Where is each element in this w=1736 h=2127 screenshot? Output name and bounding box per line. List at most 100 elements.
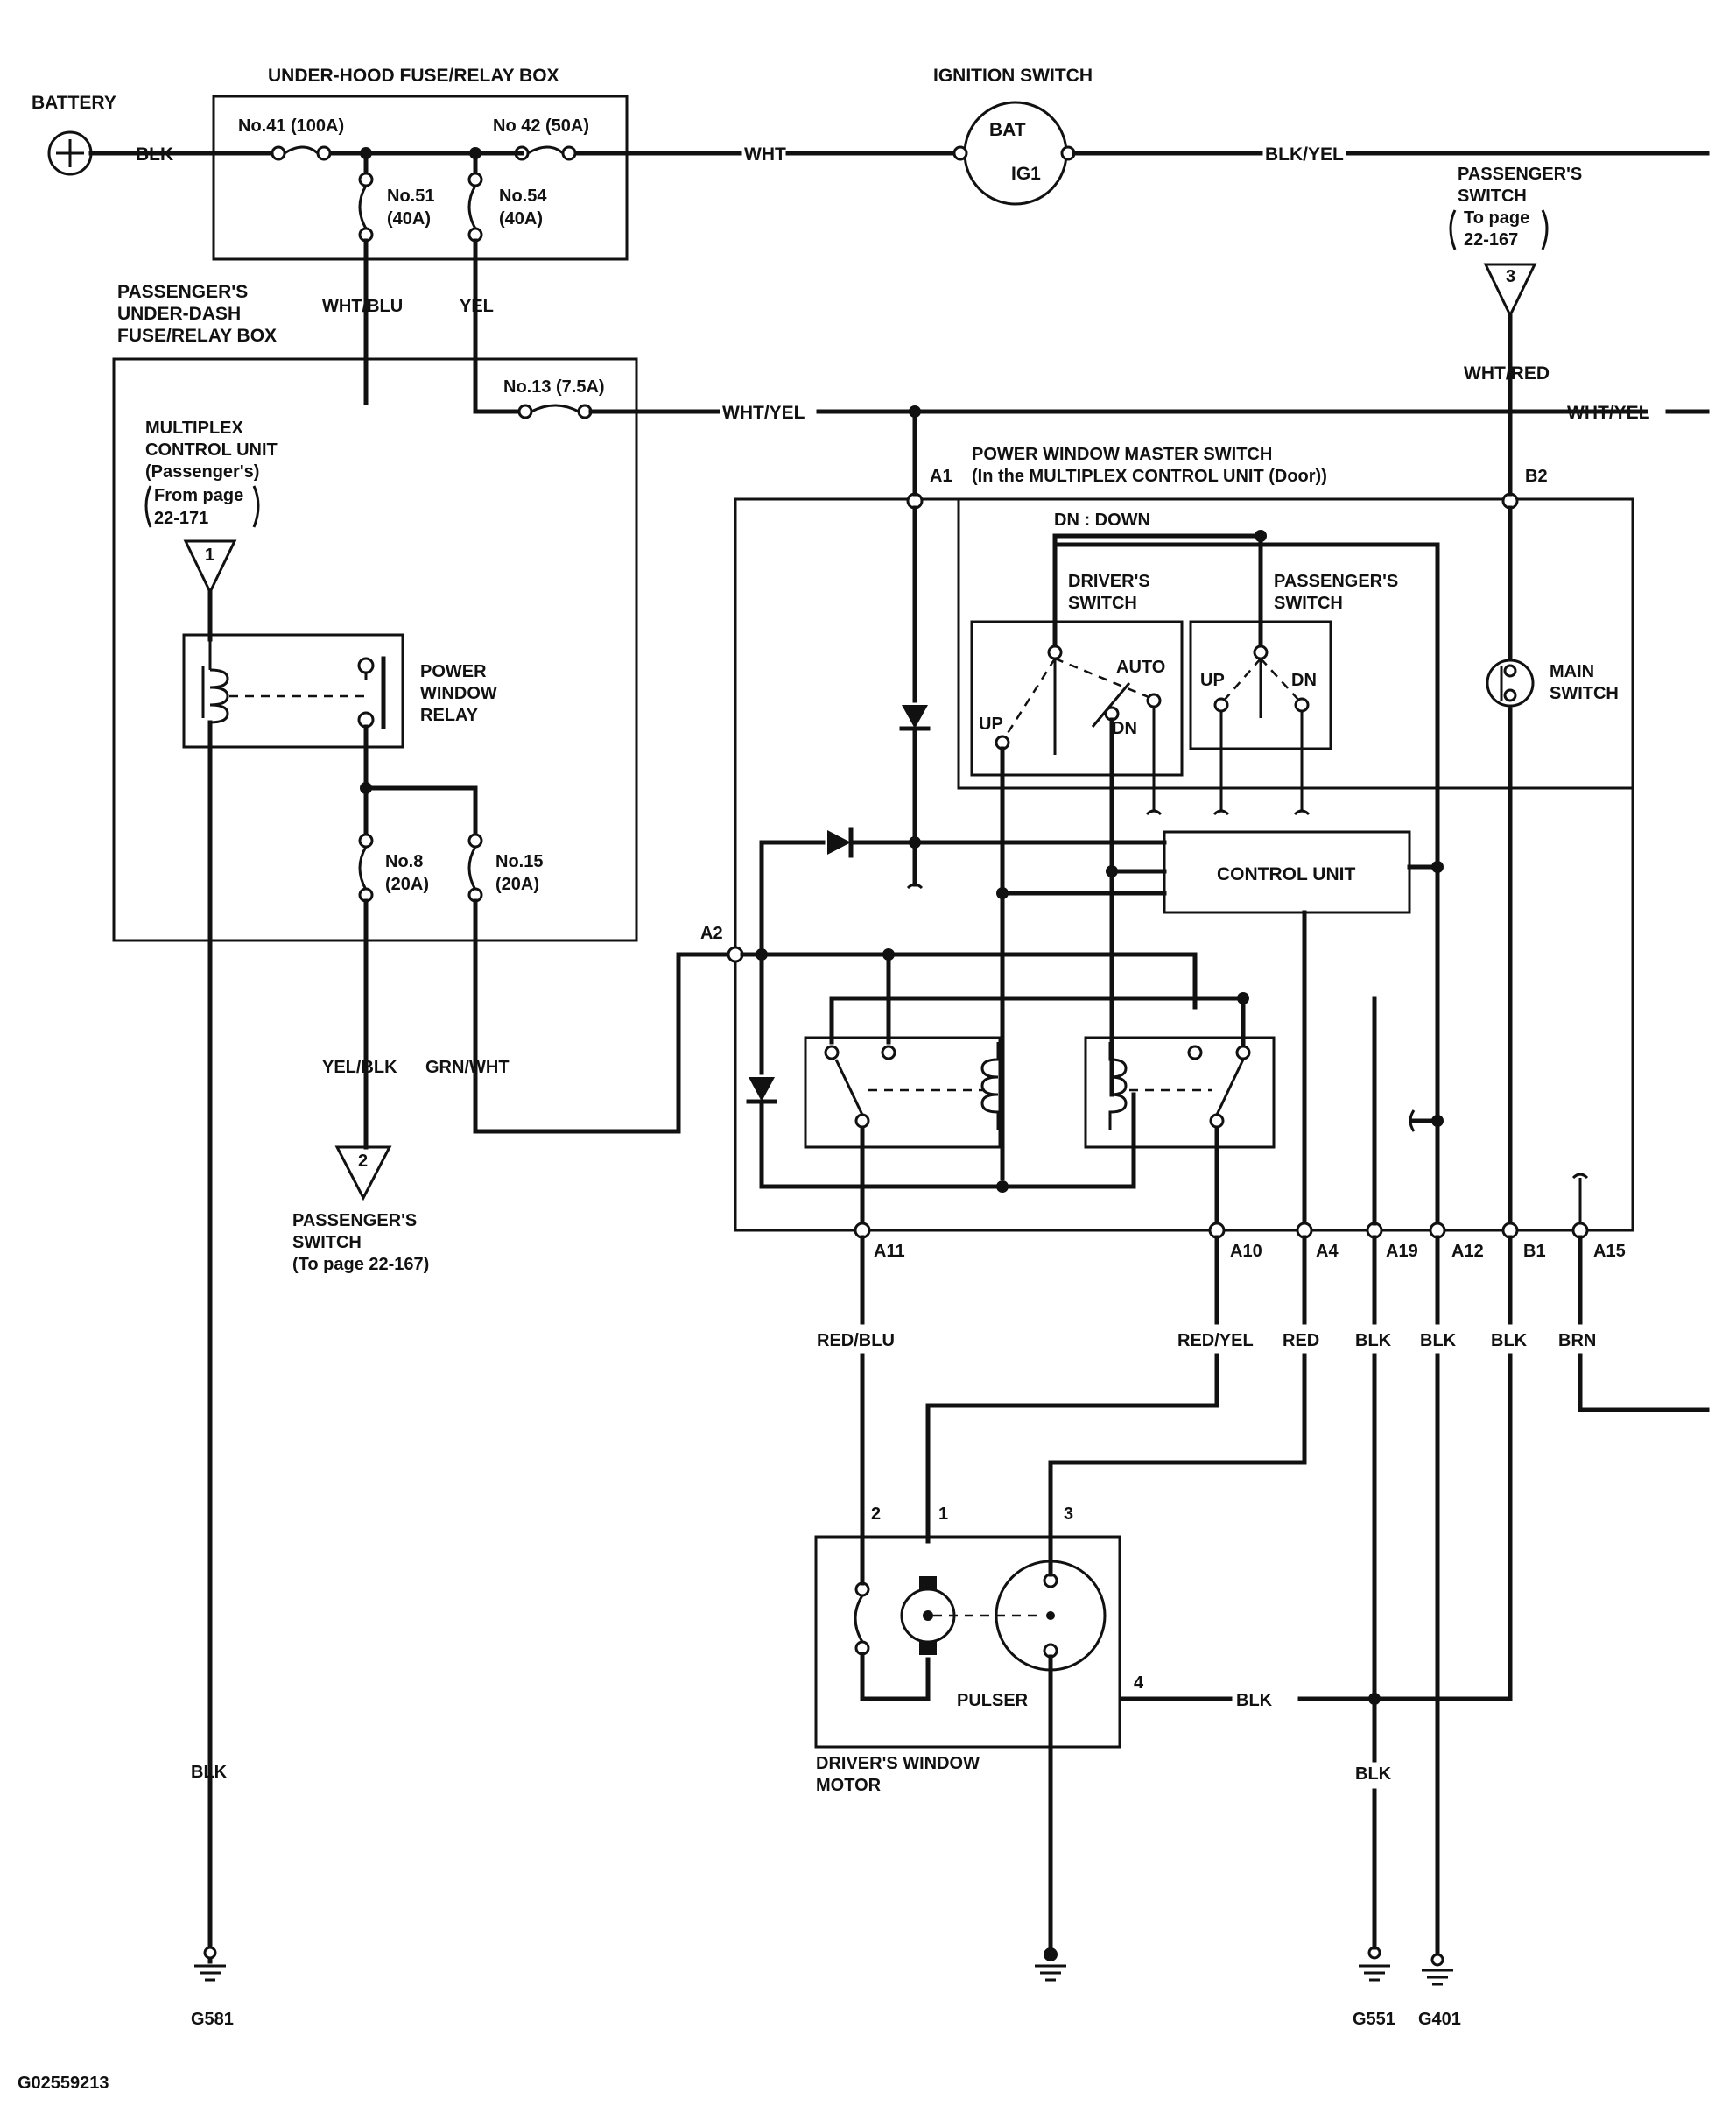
fuse-54-rating: (40A) bbox=[499, 209, 543, 229]
wire-blk-motor: BLK bbox=[1236, 1691, 1273, 1710]
relay-left bbox=[824, 1000, 1005, 1130]
wire-blk-b1: BLK bbox=[1491, 1331, 1528, 1350]
ground-g581 bbox=[194, 1946, 226, 1982]
cut-marks bbox=[906, 809, 1311, 890]
wire-wht-red: WHT/RED bbox=[1464, 363, 1550, 384]
fuse-42 bbox=[514, 145, 577, 161]
mcu-bracket-r bbox=[252, 485, 260, 528]
diode-vertical-left bbox=[746, 1077, 777, 1104]
fuse-15-label: No.15 bbox=[495, 852, 543, 871]
connector-b2: B2 bbox=[1525, 467, 1548, 486]
connector-a1: A1 bbox=[930, 467, 952, 486]
connector-a10: A10 bbox=[1230, 1242, 1262, 1261]
mcu-label-1: MULTIPLEX bbox=[145, 419, 244, 438]
fuse-51-rating: (40A) bbox=[387, 209, 431, 229]
connector-triangle-2 bbox=[334, 1145, 392, 1201]
drivers-switch-label-1: DRIVER'S bbox=[1068, 572, 1150, 591]
mcu-label-2: CONTROL UNIT bbox=[145, 440, 278, 460]
fuse-51-label: No.51 bbox=[387, 187, 434, 206]
wire-blk-g551: BLK bbox=[1355, 1764, 1392, 1784]
wire-blk-g581: BLK bbox=[191, 1763, 228, 1782]
connector-1-label: 1 bbox=[205, 546, 214, 565]
connector-triangle-3 bbox=[1483, 263, 1537, 319]
ground-g551 bbox=[1359, 1933, 1390, 1982]
switch-subpanel bbox=[957, 497, 1634, 790]
master-switch-label-2: (In the MULTIPLEX CONTROL UNIT (Door)) bbox=[972, 467, 1327, 486]
fuse-15 bbox=[467, 833, 738, 1134]
pass-switch-top-2: SWITCH bbox=[1458, 187, 1527, 206]
motor-pin-3: 3 bbox=[1064, 1504, 1073, 1524]
relay-label-1: POWER bbox=[420, 662, 487, 681]
pass-switch-top-3: To page bbox=[1464, 208, 1529, 228]
ignition-bat: BAT bbox=[989, 120, 1026, 140]
connector-a4: A4 bbox=[1316, 1242, 1339, 1261]
drivers-switch-up: UP bbox=[979, 715, 1003, 734]
wire-yel: YEL bbox=[460, 297, 494, 316]
fuse-41-label: No.41 (100A) bbox=[238, 116, 344, 136]
under-hood-box bbox=[212, 95, 629, 261]
relay-label-3: RELAY bbox=[420, 706, 479, 725]
ignition-switch-label: IGNITION SWITCH bbox=[933, 66, 1093, 86]
under-hood-box-label: UNDER-HOOD FUSE/RELAY BOX bbox=[268, 66, 559, 86]
drivers-switch-box bbox=[970, 620, 1184, 777]
motor-label-1: DRIVER'S WINDOW bbox=[816, 1754, 980, 1773]
connector-triangle-1 bbox=[183, 539, 237, 595]
passengers-switch-up: UP bbox=[1200, 671, 1225, 690]
diode-vertical-top bbox=[899, 705, 931, 731]
battery-symbol bbox=[47, 130, 93, 176]
passengers-switch-label-2: SWITCH bbox=[1274, 594, 1343, 613]
motor-pin-2: 2 bbox=[871, 1504, 881, 1524]
connector-a12: A12 bbox=[1451, 1242, 1484, 1261]
main-switch-label-2: SWITCH bbox=[1550, 684, 1619, 703]
pass-switch-top-4: 22-167 bbox=[1464, 230, 1518, 250]
fuse-54-label: No.54 bbox=[499, 187, 547, 206]
passengers-switch-dn: DN bbox=[1291, 671, 1317, 690]
diode-horizontal bbox=[827, 827, 854, 858]
wire-red-yel: RED/YEL bbox=[1177, 1331, 1254, 1350]
dn-down-legend: DN : DOWN bbox=[1054, 511, 1150, 530]
mcu-label-4: From page bbox=[154, 486, 243, 505]
wire-wht-blu: WHT/BLU bbox=[322, 297, 403, 316]
wire-blk-a12: BLK bbox=[1420, 1331, 1457, 1350]
pass-switch-bot-2: SWITCH bbox=[292, 1233, 362, 1252]
fuse-15-rating: (20A) bbox=[495, 875, 539, 894]
connector-a15: A15 bbox=[1593, 1242, 1626, 1261]
fuse-42-label: No 42 (50A) bbox=[493, 116, 589, 136]
main-switch bbox=[1486, 659, 1535, 708]
pulser bbox=[995, 1539, 1107, 1951]
relay-left-box bbox=[804, 1036, 1002, 1149]
drivers-switch-auto: AUTO bbox=[1116, 658, 1165, 677]
drivers-switch-label-2: SWITCH bbox=[1068, 594, 1137, 613]
under-dash-label-3: FUSE/RELAY BOX bbox=[117, 326, 277, 346]
master-switch-label-1: POWER WINDOW MASTER SWITCH bbox=[972, 445, 1272, 464]
relay-coil bbox=[201, 639, 229, 1955]
figure-id: G02559213 bbox=[18, 2074, 109, 2093]
ground-g551-label: G551 bbox=[1353, 2010, 1395, 2029]
motor-pin-4: 4 bbox=[1134, 1673, 1144, 1693]
fuse-8-label: No.8 bbox=[385, 852, 423, 871]
connector-b1: B1 bbox=[1523, 1242, 1546, 1261]
motor-label-2: MOTOR bbox=[816, 1776, 882, 1795]
fuse-8-rating: (20A) bbox=[385, 875, 429, 894]
under-dash-label-1: PASSENGER'S bbox=[117, 282, 248, 302]
wire-blk-a19: BLK bbox=[1355, 1331, 1392, 1350]
relay-right-box bbox=[1084, 1036, 1276, 1149]
control-unit-label: CONTROL UNIT bbox=[1217, 864, 1355, 884]
wire-brn: BRN bbox=[1558, 1331, 1596, 1350]
under-dash-label-2: UNDER-DASH bbox=[117, 304, 241, 324]
motor-thermal-breaker bbox=[854, 1569, 931, 1701]
mcu-label-3: (Passenger's) bbox=[145, 462, 259, 482]
pass-switch-bot-1: PASSENGER'S bbox=[292, 1211, 417, 1230]
fuse-51 bbox=[358, 151, 374, 405]
wire-blk-yel: BLK/YEL bbox=[1265, 144, 1344, 165]
wire-wht: WHT bbox=[744, 144, 786, 165]
ignition-switch bbox=[952, 101, 1076, 206]
mcu-bracket-l bbox=[144, 485, 152, 528]
wire-wht-yel-1: WHT/YEL bbox=[722, 403, 805, 423]
passengers-switch-box bbox=[1189, 620, 1332, 750]
connector-3-label: 3 bbox=[1506, 267, 1515, 286]
power-window-relay-box bbox=[182, 633, 404, 749]
battery-label: BATTERY bbox=[32, 93, 116, 113]
under-dash-box bbox=[112, 357, 638, 942]
